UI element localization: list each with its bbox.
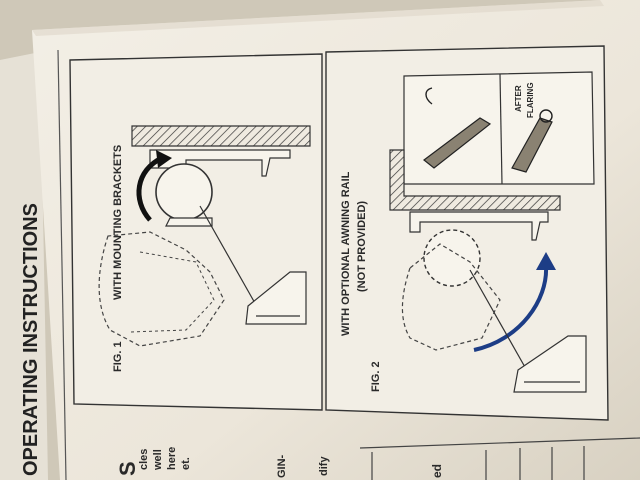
figure-2-caption-line-2: (NOT PROVIDED): [356, 200, 368, 292]
awning-head-outline-1: [98, 231, 225, 347]
wall-section-2: [389, 149, 561, 211]
figure-2-panel: [325, 45, 609, 421]
inset-label-line-1: AFTER: [514, 85, 523, 112]
left-fragment: here: [166, 446, 178, 470]
column-rule: [57, 49, 67, 480]
section-title: OPERATING INSTRUCTIONS: [20, 203, 42, 476]
inset-label-line-2: FLARING: [526, 82, 535, 118]
fabric-line-2: [469, 269, 531, 377]
left-fragment: dify: [318, 456, 330, 476]
roller-tube-2: [423, 229, 481, 287]
left-fragment: et.: [180, 457, 192, 470]
fabric-line-1: [199, 205, 261, 313]
figure-1-caption: WITH MOUNTING BRACKETS: [112, 144, 124, 300]
table-fragment: [359, 437, 640, 480]
rail-before-flaring: [423, 117, 492, 169]
table-fragment-text: ed: [430, 463, 444, 478]
left-fragment: GIN-: [276, 454, 288, 478]
awning-head-outline-2: [401, 243, 501, 351]
wall-section-1: [131, 125, 311, 147]
rail-after-flaring: [511, 117, 553, 173]
left-fragment: well: [152, 449, 164, 470]
lead-rail-1: [245, 271, 307, 325]
figure-1-panel: [69, 53, 323, 411]
figure-1-label: FIG. 1: [112, 341, 124, 372]
figure-2-caption-line-1: WITH OPTIONAL AWNING RAIL: [340, 171, 352, 336]
underlying-sheet: [0, 52, 48, 480]
figure-2-label: FIG. 2: [370, 361, 382, 392]
left-fragment: cles: [138, 448, 150, 470]
inset-box: [403, 71, 595, 185]
rotation-arrow-1: [136, 155, 164, 222]
rotation-arrow-2: [473, 265, 549, 352]
awning-rail: [409, 211, 549, 241]
lead-rail-2: [513, 335, 587, 393]
